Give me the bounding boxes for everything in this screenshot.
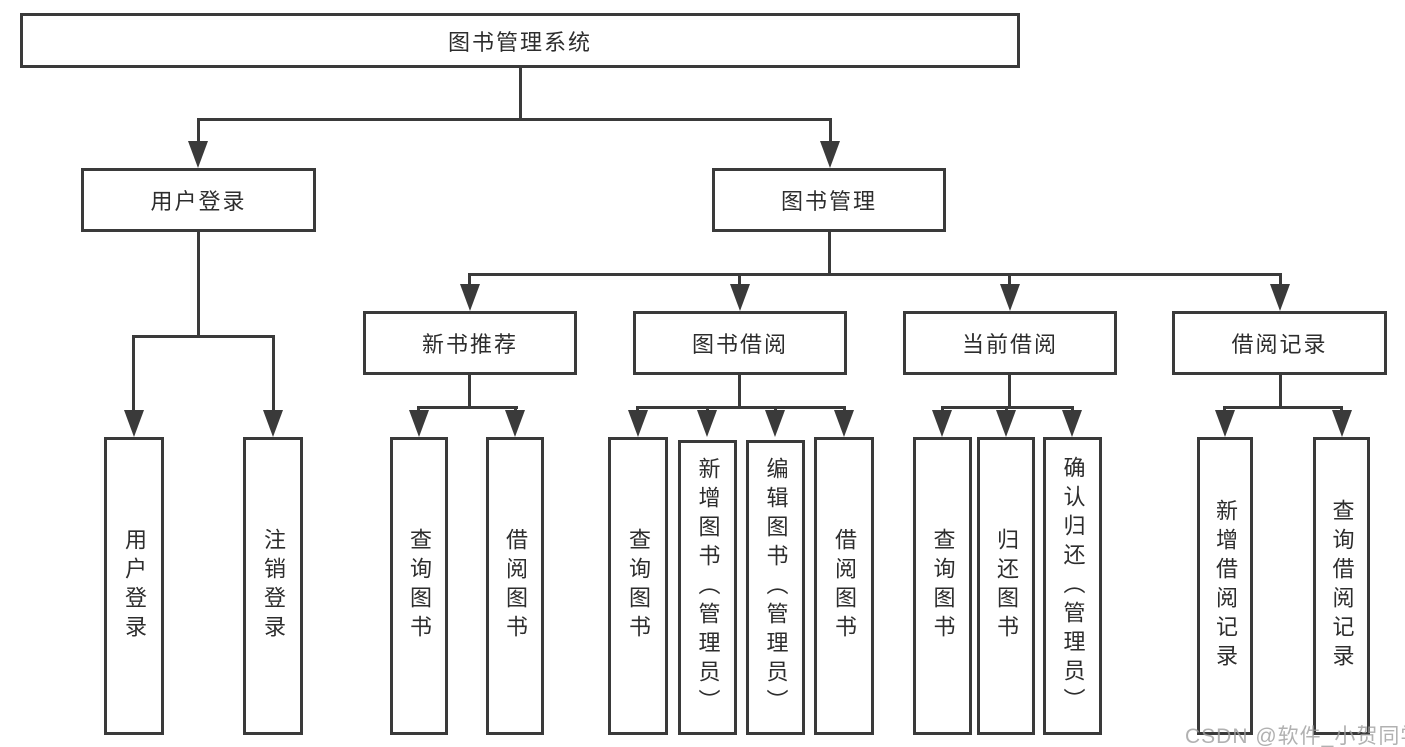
arrowhead-icon — [932, 410, 952, 437]
leaf-confirm-return-admin: 确认归还（管理员） — [1043, 437, 1102, 735]
arrowhead-icon — [1000, 284, 1020, 311]
arrowhead-icon — [188, 141, 208, 168]
leaf-query-borrow-record-label: 查询借阅记录 — [1329, 499, 1355, 673]
node-book-borrowing-label: 图书借阅 — [691, 332, 788, 357]
leaf-logout-label: 注销登录 — [261, 528, 286, 644]
csdn-watermark: CSDN @软件_小贺同学 — [1185, 725, 1405, 747]
leaf-user-login-label: 用户登录 — [122, 528, 147, 644]
arrowhead-icon — [1332, 410, 1352, 437]
arrowhead-icon — [263, 410, 283, 437]
leaf-add-borrow-record: 新增借阅记录 — [1197, 437, 1253, 735]
node-new-book-recommend-label: 新书推荐 — [421, 332, 518, 357]
connector-line — [738, 375, 741, 409]
arrowhead-icon — [124, 410, 144, 437]
node-new-book-recommend: 新书推荐 — [363, 311, 577, 375]
leaf-borrow-books-recommend-label: 借阅图书 — [503, 528, 528, 644]
node-user-login: 用户登录 — [81, 168, 316, 232]
node-borrowing-records-label: 借阅记录 — [1231, 332, 1328, 357]
arrowhead-icon — [820, 141, 840, 168]
node-book-management: 图书管理 — [712, 168, 946, 232]
leaf-confirm-return-admin-label: 确认归还（管理员） — [1060, 455, 1086, 717]
leaf-edit-books-admin-label: 编辑图书（管理员） — [763, 457, 789, 718]
connector-line — [828, 232, 831, 276]
leaf-edit-books-admin: 编辑图书（管理员） — [746, 440, 805, 735]
leaf-borrow-books-label: 借阅图书 — [832, 528, 857, 644]
arrowhead-icon — [409, 410, 429, 437]
leaf-query-books-borrowing: 查询图书 — [608, 437, 668, 735]
arrowhead-icon — [1215, 410, 1235, 437]
connector-line — [1223, 406, 1343, 409]
arrowhead-icon — [460, 284, 480, 311]
connector-line — [132, 335, 275, 338]
leaf-query-borrow-record: 查询借阅记录 — [1313, 437, 1370, 735]
connector-line — [417, 406, 518, 409]
leaf-query-books-current: 查询图书 — [913, 437, 972, 735]
node-book-management-label: 图书管理 — [780, 189, 877, 214]
connector-line — [1008, 375, 1011, 409]
connector-line — [468, 273, 471, 289]
leaf-borrow-books-recommend: 借阅图书 — [486, 437, 544, 735]
connector-line — [738, 273, 741, 289]
leaf-borrow-books: 借阅图书 — [814, 437, 874, 735]
node-book-borrowing: 图书借阅 — [633, 311, 847, 375]
connector-line — [1279, 273, 1282, 289]
connector-line — [1279, 375, 1282, 409]
arrowhead-icon — [628, 410, 648, 437]
leaf-query-books-recommend-label: 查询图书 — [407, 528, 432, 644]
connector-line — [197, 118, 200, 146]
arrowhead-icon — [1270, 284, 1290, 311]
connector-line — [468, 375, 471, 409]
arrowhead-icon — [996, 410, 1016, 437]
node-user-login-label: 用户登录 — [150, 189, 247, 214]
node-root-system: 图书管理系统 — [20, 13, 1020, 68]
leaf-query-books-current-label: 查询图书 — [930, 528, 956, 644]
leaf-user-login: 用户登录 — [104, 437, 164, 735]
arrowhead-icon — [1062, 410, 1082, 437]
leaf-add-books-admin-label: 新增图书（管理员） — [695, 457, 721, 718]
connector-line — [1008, 273, 1011, 289]
leaf-query-books-recommend: 查询图书 — [390, 437, 448, 735]
node-current-borrowing-label: 当前借阅 — [961, 332, 1058, 357]
arrowhead-icon — [730, 284, 750, 311]
connector-line — [132, 335, 135, 415]
node-borrowing-records: 借阅记录 — [1172, 311, 1387, 375]
arrowhead-icon — [697, 410, 717, 437]
leaf-add-borrow-record-label: 新增借阅记录 — [1213, 499, 1238, 673]
connector-line — [829, 118, 832, 146]
arrowhead-icon — [505, 410, 525, 437]
connector-line — [519, 68, 522, 118]
leaf-logout: 注销登录 — [243, 437, 303, 735]
leaf-add-books-admin: 新增图书（管理员） — [678, 440, 737, 735]
connector-line — [197, 232, 200, 338]
leaf-query-books-borrowing-label: 查询图书 — [626, 528, 651, 644]
leaf-return-books: 归还图书 — [977, 437, 1035, 735]
connector-line — [468, 273, 1282, 276]
leaf-return-books-label: 归还图书 — [994, 528, 1019, 644]
connector-line — [272, 335, 275, 415]
node-root-system-label: 图书管理系统 — [447, 29, 592, 55]
connector-line — [197, 118, 832, 121]
node-current-borrowing: 当前借阅 — [903, 311, 1117, 375]
arrowhead-icon — [834, 410, 854, 437]
arrowhead-icon — [765, 410, 785, 437]
connector-line — [636, 406, 846, 409]
